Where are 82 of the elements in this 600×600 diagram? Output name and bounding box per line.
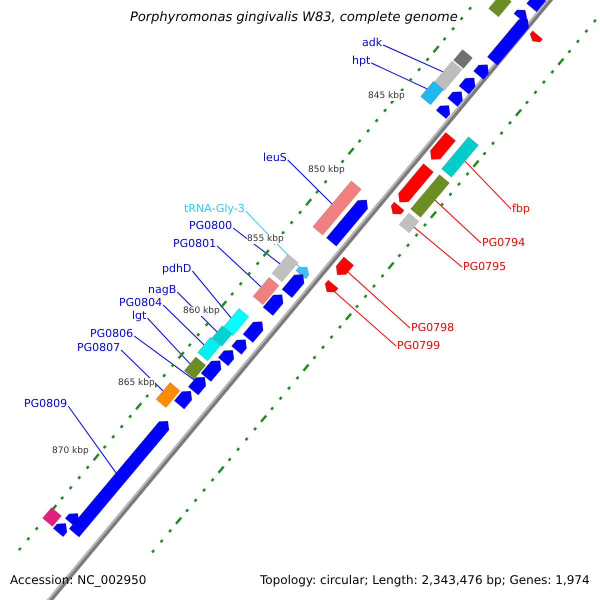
- gene-label: pdhD: [162, 263, 192, 275]
- gene-block: [52, 523, 68, 538]
- gene-block: [68, 420, 170, 538]
- gene-block: [174, 390, 192, 410]
- info-text: Accession: NC_002950: [10, 573, 146, 587]
- gene-label: PG0806: [90, 328, 134, 340]
- leader-line: [334, 292, 396, 346]
- gene-block: [188, 376, 206, 396]
- position-label: 845 kbp: [368, 91, 405, 101]
- gene-label: fbp: [512, 203, 530, 215]
- position-label: 870 kbp: [52, 446, 89, 456]
- gene-block: [231, 339, 247, 355]
- leader-line: [464, 160, 512, 210]
- gene-label: PG0799: [397, 340, 440, 352]
- gene-block: [218, 350, 234, 366]
- gene-block: [272, 254, 298, 282]
- position-label: 855 kbp: [247, 234, 284, 244]
- gene-block: [324, 280, 339, 292]
- leader-line: [146, 318, 190, 364]
- gene-block: [312, 180, 362, 236]
- gene-block: [252, 276, 280, 306]
- gene-block: [64, 513, 80, 528]
- gene-block: [434, 60, 462, 92]
- position-label: 865 kbp: [118, 378, 155, 388]
- gene-label: nagB: [148, 284, 176, 296]
- gene-block: [410, 174, 450, 218]
- gene-block: [42, 507, 62, 527]
- gene-label: tRNA-Gly-3: [184, 203, 245, 215]
- gene-block: [390, 202, 405, 214]
- gene-block: [336, 256, 354, 276]
- gene-block: [453, 49, 473, 69]
- gene-block: [184, 356, 206, 380]
- gene-block: [430, 132, 456, 160]
- gene-block: [211, 325, 233, 347]
- gene-block: [200, 360, 222, 382]
- gene-block: [262, 294, 284, 316]
- gene-block: [420, 80, 444, 106]
- gene-block: [530, 30, 543, 42]
- leader-line: [382, 44, 444, 72]
- info-text: Topology: circular; Length: 2,343,476 bp; Genes: 1,974: [260, 573, 590, 587]
- gene-block: [222, 308, 250, 336]
- leader-line: [134, 336, 194, 380]
- gene-label: PG0798: [411, 322, 454, 334]
- gene-label: PG0809: [24, 398, 68, 410]
- position-label: 860 kbp: [183, 306, 220, 316]
- gene-label: lgt: [132, 310, 146, 322]
- gene-label: PG0804: [119, 297, 162, 309]
- leader-line: [370, 62, 428, 90]
- leader-line: [232, 228, 280, 264]
- leader-line: [216, 246, 262, 288]
- gene-block: [441, 136, 479, 178]
- leader-line: [287, 160, 332, 204]
- gene-block: [436, 105, 450, 120]
- position-label: 850 kbp: [308, 165, 345, 175]
- gene-block: [398, 163, 434, 203]
- gene-label: PG0807: [77, 342, 120, 354]
- gene-block: [526, 0, 546, 12]
- gene-label: PG0801: [173, 238, 216, 250]
- gene-label: PG0794: [482, 237, 526, 249]
- leader-line: [162, 304, 204, 346]
- gene-block: [486, 18, 530, 66]
- gene-block: [295, 266, 310, 280]
- gene-label: adk: [362, 37, 382, 49]
- gene-block: [458, 78, 476, 95]
- leader-line: [414, 226, 462, 268]
- leader-line: [68, 406, 116, 474]
- leader-line: [192, 270, 232, 318]
- leader-line: [434, 200, 482, 244]
- gene-block: [473, 64, 489, 80]
- map-title: Porphyromonas gingivalis W83, complete genome: [130, 10, 458, 25]
- gene-block: [156, 382, 180, 408]
- gene-label: hpt: [352, 55, 370, 67]
- gene-block: [398, 212, 420, 234]
- gene-block: [282, 274, 304, 298]
- leader-line: [120, 350, 164, 392]
- gene-label: PG0800: [189, 220, 232, 232]
- gene-block: [197, 336, 221, 362]
- gene-label: leuS: [263, 152, 287, 164]
- gene-block: [242, 321, 264, 344]
- gene-label: PG0795: [463, 261, 506, 273]
- leader-line: [348, 272, 410, 328]
- gene-block: [326, 200, 368, 247]
